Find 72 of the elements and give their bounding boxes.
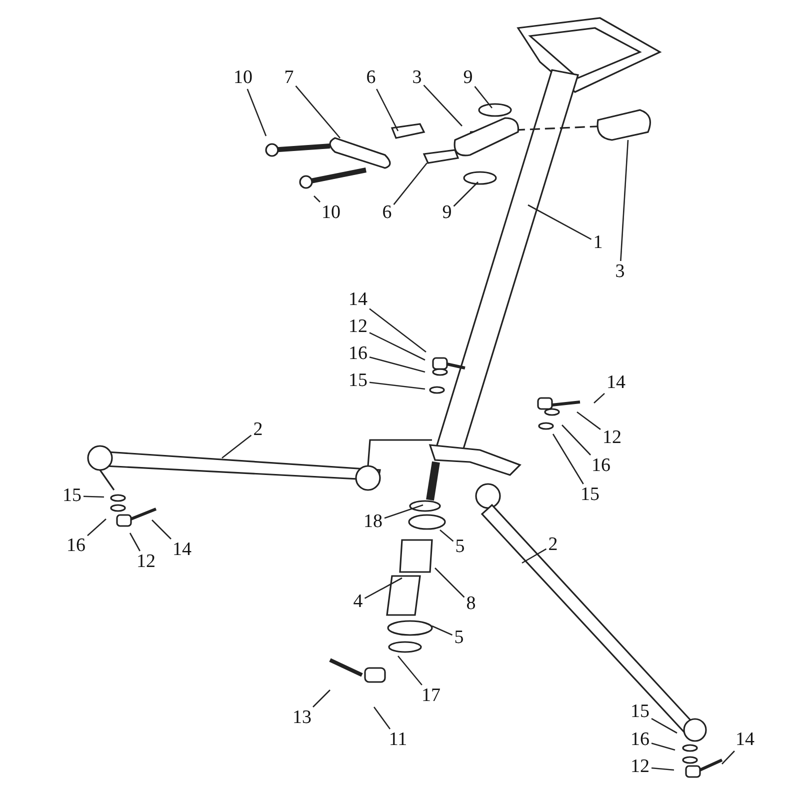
- leader-line: [651, 742, 676, 751]
- leader-line: [552, 434, 584, 484]
- callout-number: 11: [388, 730, 408, 750]
- leader-line: [562, 424, 591, 456]
- callout-number: 9: [463, 68, 473, 88]
- callout-number: 15: [580, 485, 600, 505]
- leader-line: [312, 690, 330, 708]
- callout-number: 15: [62, 486, 82, 506]
- leader-line: [474, 86, 492, 108]
- leader-line: [87, 518, 106, 536]
- callout-number: 6: [366, 68, 376, 88]
- callout-number: 3: [615, 262, 625, 282]
- leader-line: [453, 182, 478, 207]
- leader-line: [152, 520, 172, 540]
- leader-line: [369, 382, 426, 390]
- callout-number: 17: [422, 686, 440, 706]
- leader-line: [314, 196, 320, 202]
- callout-number: 18: [364, 512, 382, 532]
- leader-line: [384, 504, 424, 519]
- leader-line: [369, 308, 426, 353]
- callout-number: 5: [454, 628, 464, 648]
- callout-number: 14: [172, 540, 192, 560]
- callout-number: 9: [442, 203, 452, 223]
- callout-number: 16: [348, 344, 368, 364]
- leader-line: [722, 750, 735, 764]
- callout-number: 7: [284, 68, 294, 88]
- callout-number: 13: [292, 708, 312, 728]
- leader-line: [528, 204, 592, 240]
- leader-line: [369, 356, 426, 373]
- callout-number: 12: [602, 428, 622, 448]
- leader-line: [129, 532, 140, 552]
- callout-number: 10: [322, 203, 340, 223]
- leader-line: [651, 767, 674, 771]
- leader-line: [620, 140, 629, 262]
- callout-number: 1: [593, 233, 603, 253]
- callout-number: 2: [253, 420, 263, 440]
- callout-number: 16: [66, 536, 86, 556]
- leader-line: [83, 496, 104, 498]
- leader-line: [222, 434, 252, 459]
- leader-line: [651, 718, 678, 734]
- callout-number: 15: [348, 371, 368, 391]
- callout-number: 12: [630, 757, 650, 777]
- leader-line: [373, 706, 391, 730]
- callout-number: 14: [606, 373, 626, 393]
- callout-number: 12: [136, 552, 156, 572]
- leader-line: [432, 625, 453, 636]
- leader-line: [376, 88, 399, 132]
- leader-line: [295, 86, 340, 138]
- leader-line: [440, 530, 454, 542]
- callout-number: 3: [412, 68, 422, 88]
- leader-line: [594, 392, 605, 404]
- callout-number: 16: [592, 456, 610, 476]
- callout-number: 5: [455, 537, 465, 557]
- leader-line: [576, 411, 601, 430]
- callout-number: 15: [630, 702, 650, 722]
- leader-line: [434, 568, 465, 598]
- leader-line: [423, 84, 462, 126]
- leader-line: [398, 656, 422, 686]
- callout-number: 2: [548, 535, 558, 555]
- callout-number: 12: [348, 317, 368, 337]
- callout-number: 14: [348, 290, 368, 310]
- leader-line: [522, 548, 547, 564]
- callout-number: 6: [382, 203, 392, 223]
- callout-number: 4: [353, 592, 363, 612]
- callout-number: 10: [234, 68, 252, 88]
- leader-line: [364, 577, 402, 599]
- callout-number: 16: [630, 730, 650, 750]
- leader-line: [246, 88, 267, 136]
- callout-number: 14: [736, 730, 754, 750]
- leader-line: [369, 332, 426, 361]
- leader-line: [393, 162, 428, 205]
- callout-number: 8: [466, 594, 476, 614]
